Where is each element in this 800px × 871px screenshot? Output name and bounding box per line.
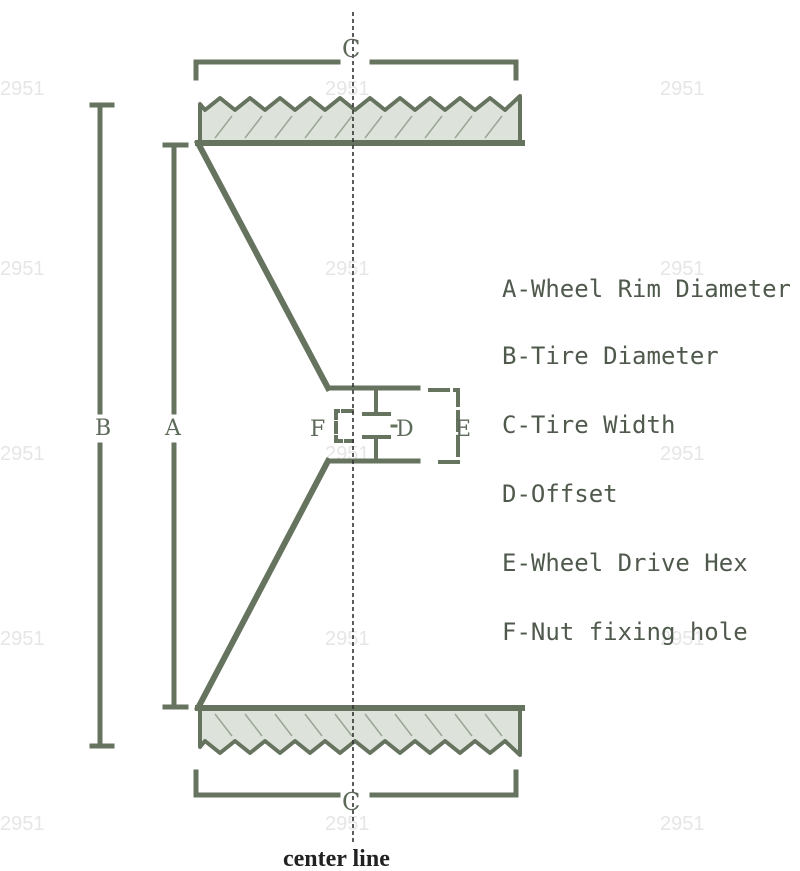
dimension-a-line	[162, 142, 189, 710]
bottom-tire-tread	[195, 705, 525, 757]
watermark: 2951	[660, 628, 705, 650]
watermark: 2951	[660, 258, 705, 280]
dimension-c-bottom-bracket	[193, 769, 519, 798]
dimension-c-top-bracket	[193, 59, 519, 81]
watermark: 2951	[0, 258, 45, 280]
watermark: 2951	[0, 443, 45, 465]
label-e: E	[455, 417, 471, 442]
legend-item-a: A-Wheel Rim Diameter	[502, 275, 791, 303]
legend: A-Wheel Rim Diameter B-Tire Diameter C-T…	[502, 275, 791, 646]
legend-item-d: D-Offset	[502, 480, 618, 508]
wheel-rim-profile	[193, 138, 421, 713]
watermark: 2951	[325, 258, 370, 280]
watermark: 2951	[325, 78, 370, 100]
legend-item-f: F-Nut fixing hole	[502, 618, 748, 646]
label-d: D	[396, 417, 414, 442]
center-line-label: center line	[283, 846, 390, 871]
label-a: A	[164, 416, 182, 441]
dimension-e-bracket	[428, 388, 460, 464]
top-tire-tread	[195, 94, 525, 146]
hub-offset-detail	[334, 388, 398, 461]
dimension-b-line	[89, 102, 115, 749]
label-f: F	[310, 417, 325, 442]
legend-item-c: C-Tire Width	[502, 411, 675, 439]
legend-item-b: B-Tire Diameter	[502, 342, 719, 370]
label-b: B	[95, 416, 111, 441]
legend-item-e: E-Wheel Drive Hex	[502, 549, 748, 577]
watermark: 2951	[0, 628, 45, 650]
watermark: 2951	[325, 628, 370, 650]
watermark-group: 2951 2951 2951 2951 2951 2951 2951 2951 …	[0, 78, 705, 835]
label-c-top: C	[342, 35, 360, 63]
label-c-bottom: C	[342, 788, 360, 816]
watermark: 2951	[660, 813, 705, 835]
watermark: 2951	[660, 443, 705, 465]
watermark: 2951	[0, 813, 45, 835]
watermark: 2951	[660, 78, 705, 100]
watermark: 2951	[325, 813, 370, 835]
watermark: 2951	[0, 78, 45, 100]
